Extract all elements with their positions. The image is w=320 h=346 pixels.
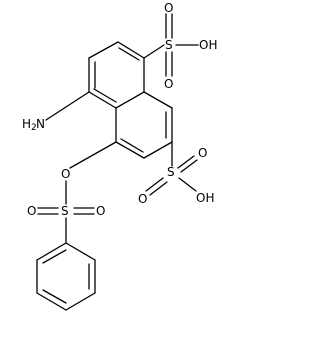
sulfonic-right-oh-label: OH [196, 191, 214, 205]
bond-s-right-o2-a [177, 155, 195, 169]
bond-c5-o [69, 141, 117, 169]
bond-c1-s-top [143, 44, 165, 59]
bond-ring1-5-inner [93, 88, 117, 103]
amine-n-label: N [36, 117, 45, 131]
amine-h-label: H [22, 117, 31, 131]
bond-ring2-1 [143, 91, 173, 109]
bond-phenyl-6 [36, 242, 67, 261]
bond-ring2-4 [115, 141, 145, 159]
bond-s-right-o1-b [149, 181, 168, 196]
bond-ring1-5 [88, 91, 117, 109]
sulfonic-top-oh-label: OH [199, 38, 217, 52]
bond-s-right-o2-b [180, 159, 198, 173]
ester-o1-label: O [27, 204, 36, 218]
chemical-structure-diagram: H 2 N S O O OH S O O OH O S O O [22, 1, 217, 311]
sulfonic-top-o1-label: O [164, 1, 173, 15]
bond-ring1-4 [115, 91, 145, 109]
bond-phenyl-6-inner [42, 249, 67, 264]
amine-sub-label: 2 [31, 123, 37, 133]
bond-phenyl-4-inner [42, 289, 67, 304]
bond-amine [45, 91, 90, 121]
ester-o-label: O [61, 167, 70, 181]
sulfonic-top-o2-label: O [164, 77, 173, 91]
bond-phenyl-1 [65, 242, 96, 261]
bond-s-right-o1-a [145, 177, 164, 192]
sulfonic-right-s-label: S [167, 165, 175, 179]
bond-phenyl-3 [65, 292, 96, 311]
bond-phenyl-4 [36, 292, 67, 311]
bond-ring1-1 [88, 41, 119, 59]
molecule-drawing: H 2 N S O O OH S O O OH O S O O [22, 1, 217, 311]
bond-ring1-2-inner [118, 47, 140, 61]
bond-ring2-4-inner [120, 138, 144, 153]
sulfonic-top-s-label: S [165, 38, 173, 52]
sulfonic-right-o1-label: O [138, 192, 147, 206]
bond-s-right-oh [178, 177, 197, 192]
bond-ring1-2 [117, 41, 145, 59]
ester-o2-label: O [96, 204, 105, 218]
sulfonic-right-o2-label: O [198, 146, 207, 160]
bond-ring2-3 [143, 141, 173, 159]
ester-s-label: S [61, 204, 69, 218]
